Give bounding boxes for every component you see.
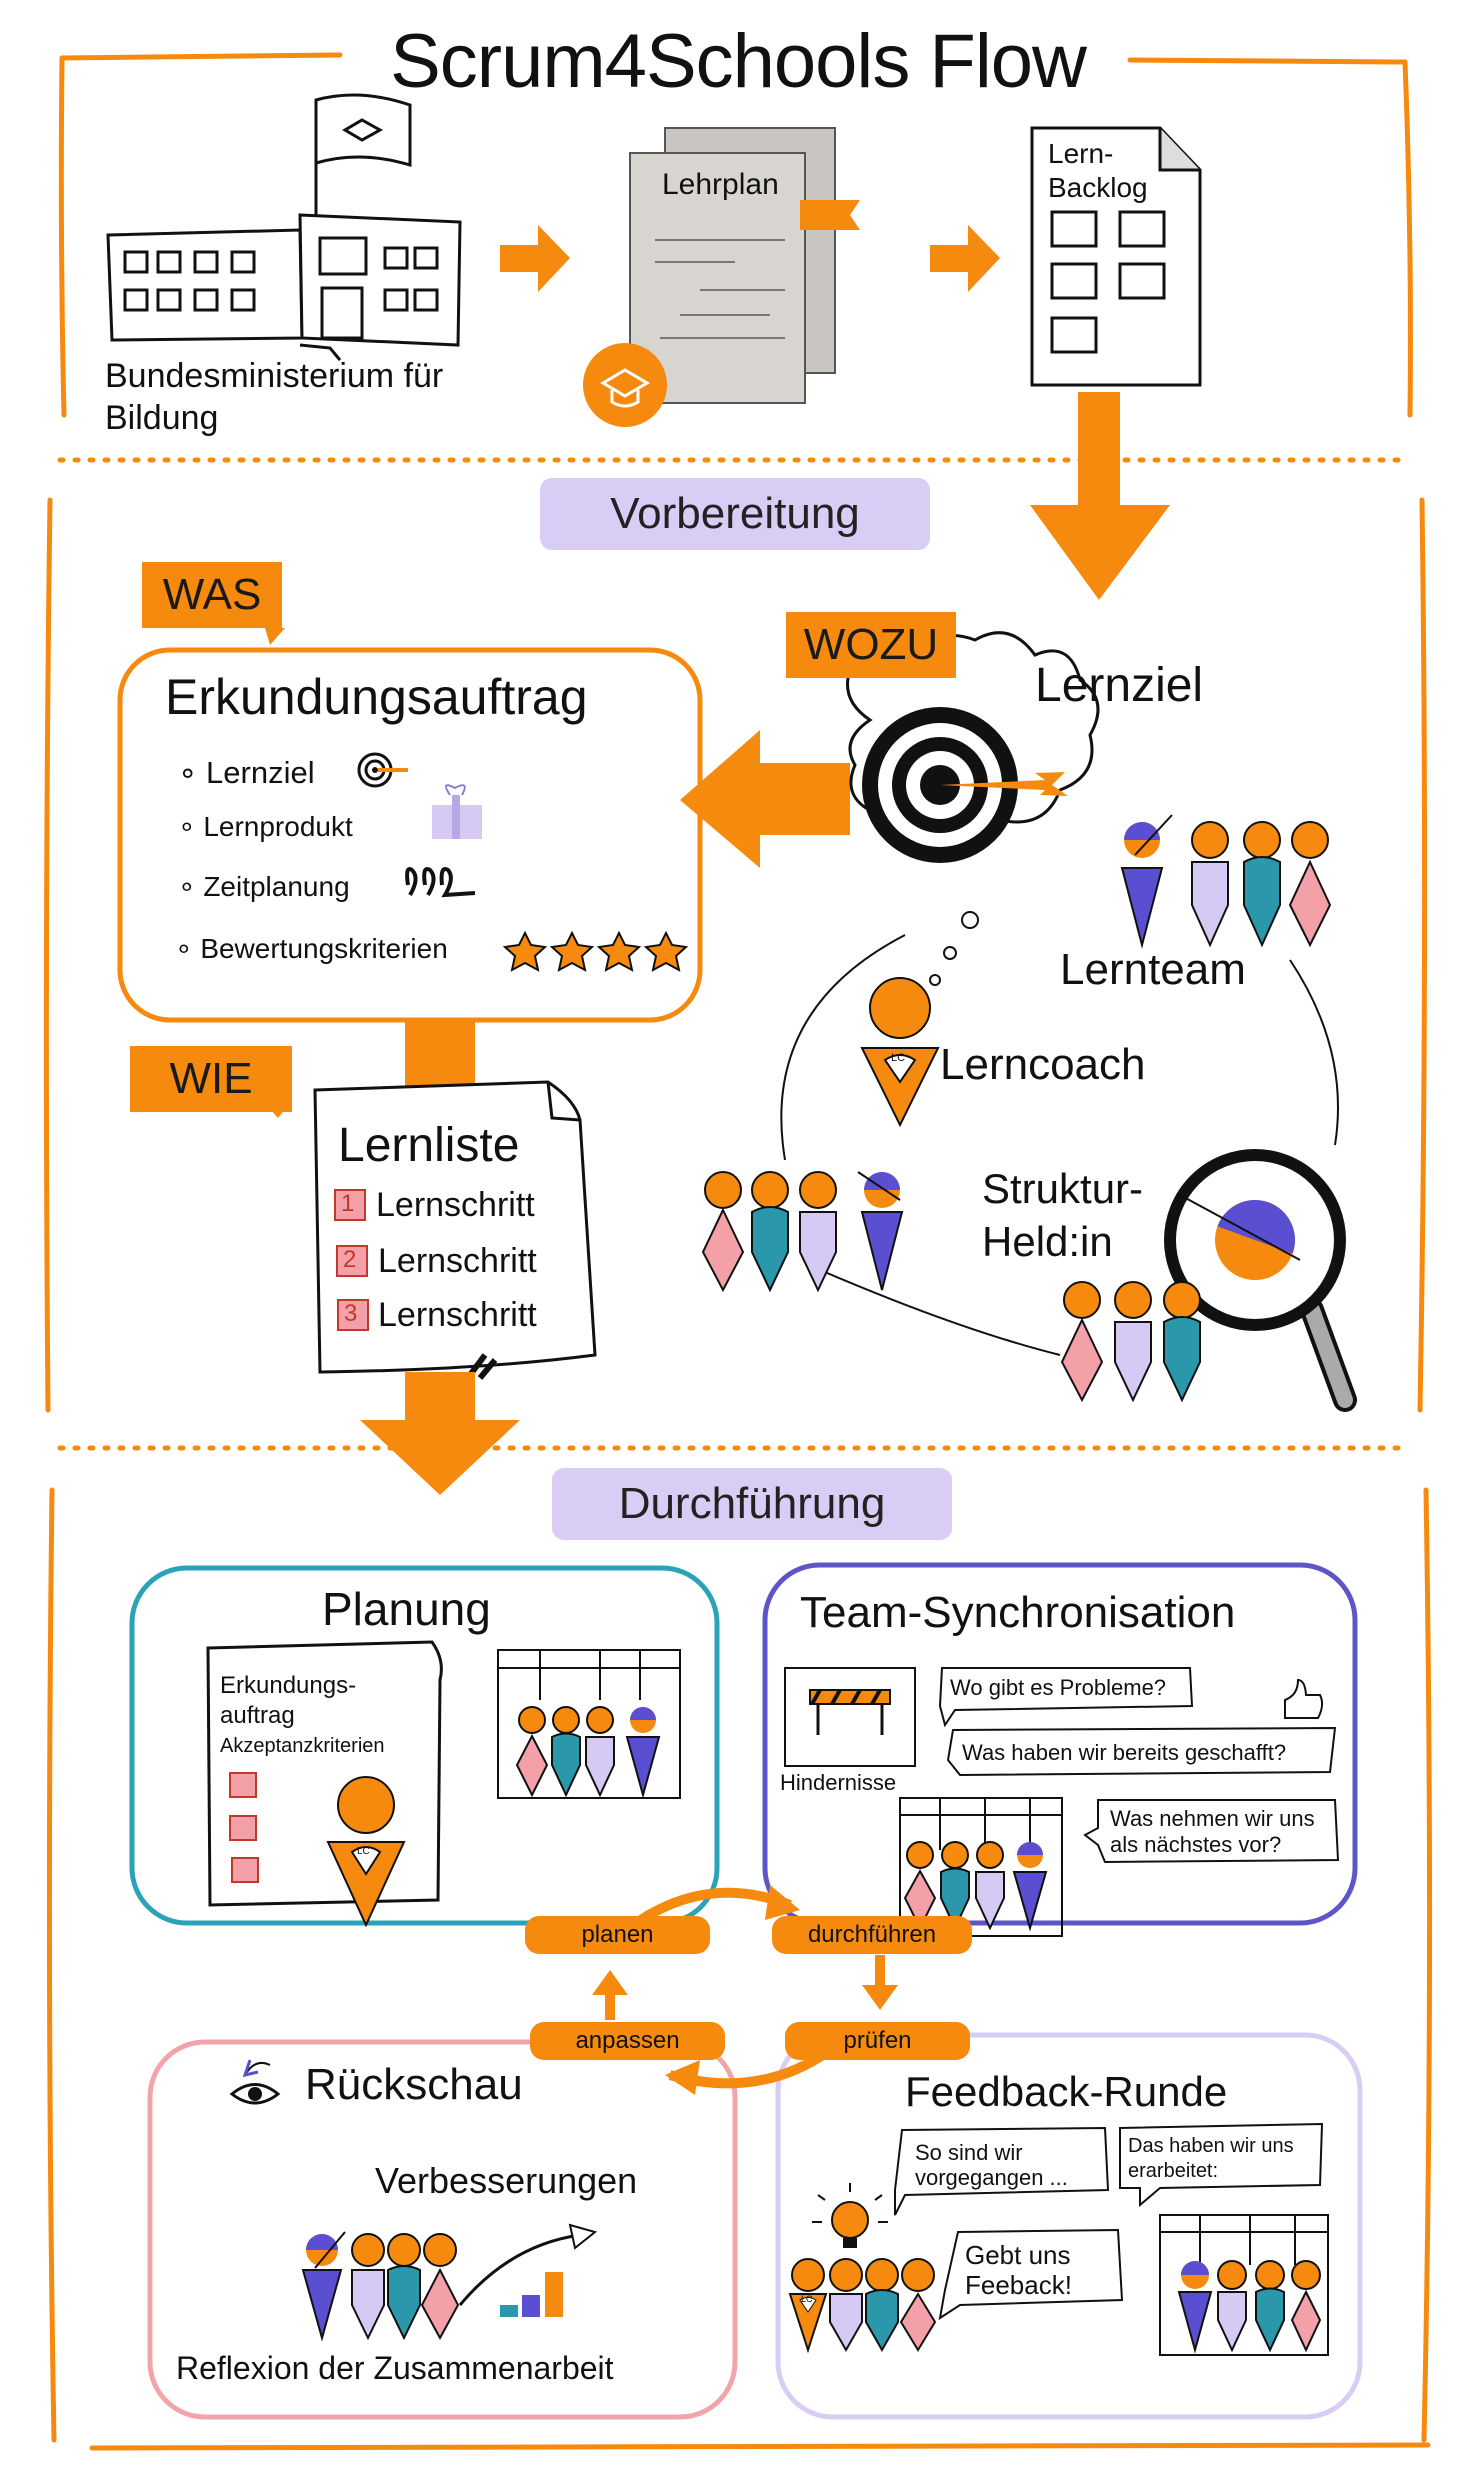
list-item-label: Lernziel bbox=[206, 755, 315, 790]
backlog-label-2: Backlog bbox=[1048, 172, 1148, 203]
sync-bubble-3b: als nächstes vor? bbox=[1110, 1832, 1282, 1857]
list-number: 1 bbox=[341, 1190, 355, 1217]
lernteam-figures bbox=[1120, 814, 1332, 949]
tag-wozu: WOZU bbox=[786, 612, 956, 678]
list-step: Lernschritt bbox=[378, 1296, 537, 1334]
magnifier-icon bbox=[1164, 1149, 1357, 1412]
feedback-bubble-2a: Das haben wir uns bbox=[1128, 2135, 1294, 2157]
lerncoach-figure bbox=[860, 977, 940, 1128]
reflection-label: Reflexion der Zusammenarbeit bbox=[176, 2350, 614, 2386]
loop-icon bbox=[405, 867, 476, 898]
goal-label: Lernziel bbox=[1035, 659, 1204, 712]
coach-badge: LC bbox=[891, 1052, 906, 1064]
arrow-down-icon bbox=[360, 1372, 520, 1495]
team-label: Lernteam bbox=[1060, 945, 1246, 994]
target-icon bbox=[862, 707, 1068, 863]
sync-title: Team-Synchronisation bbox=[800, 1588, 1236, 1637]
feedback-coach-badge: LC bbox=[801, 2294, 813, 2304]
hero-label-2: Held:in bbox=[982, 1218, 1113, 1265]
planning-coach-badge: LC bbox=[357, 1846, 370, 1857]
tag-was: WAS bbox=[142, 562, 282, 628]
obstacles-label: Hindernisse bbox=[780, 1770, 897, 1795]
eye-icon bbox=[229, 2059, 281, 2105]
star-icon bbox=[502, 930, 689, 972]
coach-figure-planning bbox=[326, 1776, 406, 1928]
list-step: Lernschritt bbox=[376, 1186, 535, 1224]
gift-icon bbox=[432, 784, 482, 839]
improvements-label: Verbesserungen bbox=[375, 2160, 638, 2201]
arrow-left-icon bbox=[680, 730, 850, 868]
list-number: 3 bbox=[344, 1300, 358, 1327]
planning-doc-line3: Akzeptanzkriterien bbox=[220, 1735, 385, 1757]
page-title: Scrum4Schools Flow bbox=[390, 19, 1087, 104]
target-icon bbox=[357, 752, 408, 788]
feedback-bubble-3b: Feeback! bbox=[965, 2270, 1072, 2300]
hero-label-1: Struktur- bbox=[982, 1165, 1144, 1212]
planning-doc-line1: Erkundungs- bbox=[220, 1672, 357, 1699]
team-figures-planning bbox=[515, 1706, 661, 1799]
team-figures-sync bbox=[903, 1841, 1048, 1932]
arrow-right-icon bbox=[500, 225, 570, 292]
cycle-check: prüfen bbox=[785, 2022, 970, 2060]
cycle-execute: durchführen bbox=[772, 1916, 972, 1954]
list-item-label: Zeitplanung bbox=[203, 871, 350, 902]
barrier-icon bbox=[809, 1689, 891, 1735]
section-pill-exec: Durchführung bbox=[552, 1468, 952, 1540]
arrow-right-icon bbox=[930, 225, 1000, 292]
list-item: ∘ Zeitplanung bbox=[178, 871, 350, 902]
sync-bubble-3a: Was nehmen wir uns bbox=[1110, 1806, 1315, 1831]
team-figures-retro bbox=[301, 2231, 460, 2342]
section-pill-prep: Vorbereitung bbox=[540, 478, 930, 550]
bar-chart-icon bbox=[458, 2223, 598, 2317]
feedback-bubble-2b: erarbeitet: bbox=[1128, 2160, 1219, 2182]
assignment-title: Erkundungsauftrag bbox=[165, 669, 588, 725]
list-number-boxes bbox=[334, 1189, 369, 1331]
list-item-label: Lernprodukt bbox=[203, 811, 353, 842]
sync-bubble-2: Was haben wir bereits geschafft? bbox=[962, 1740, 1287, 1765]
backlog-label-1: Lern- bbox=[1048, 138, 1114, 169]
thumbs-up-icon bbox=[1284, 1678, 1324, 1719]
coach-label: Lerncoach bbox=[940, 1040, 1146, 1089]
team-figures-board bbox=[1177, 2260, 1322, 2354]
curriculum-label: Lehrplan bbox=[662, 168, 779, 201]
feedback-bubble-3a: Gebt uns bbox=[965, 2240, 1071, 2270]
planning-doc-line2: auftrag bbox=[220, 1702, 295, 1729]
list-number: 2 bbox=[343, 1246, 357, 1273]
task-board bbox=[497, 1649, 681, 1799]
retro-title: Rückschau bbox=[305, 2060, 523, 2109]
ministry-label: Bundesministerium für Bildung bbox=[105, 357, 444, 437]
tag-wie: WIE bbox=[130, 1046, 292, 1112]
feedback-bubble-1a: So sind wir bbox=[915, 2140, 1023, 2165]
list-item-label: Bewertungskriterien bbox=[200, 933, 448, 964]
graduation-cap-icon bbox=[583, 343, 667, 427]
list-title: Lernliste bbox=[338, 1119, 520, 1172]
list-step: Lernschritt bbox=[378, 1242, 537, 1280]
team-figures-feedback bbox=[788, 2258, 937, 2354]
team-figures-hero bbox=[1060, 1281, 1201, 1403]
list-item: ∘ Bewertungskriterien bbox=[175, 933, 448, 964]
list-item: ∘ Lernprodukt bbox=[178, 811, 353, 842]
feedback-title: Feedback-Runde bbox=[905, 2068, 1228, 2115]
school-building-icon bbox=[106, 93, 462, 361]
feedback-bubble-1b: vorgegangen ... bbox=[915, 2165, 1068, 2190]
lightbulb-icon bbox=[812, 2183, 888, 2248]
cycle-plan: planen bbox=[525, 1916, 710, 1954]
sync-bubble-1: Wo gibt es Probleme? bbox=[950, 1675, 1167, 1700]
team-figures-left bbox=[701, 1171, 904, 1293]
cycle-adapt: anpassen bbox=[530, 2022, 725, 2060]
planning-title: Planung bbox=[322, 1583, 491, 1635]
arrow-down-icon bbox=[1030, 392, 1170, 600]
list-item: ∘ Lernziel bbox=[178, 755, 315, 790]
